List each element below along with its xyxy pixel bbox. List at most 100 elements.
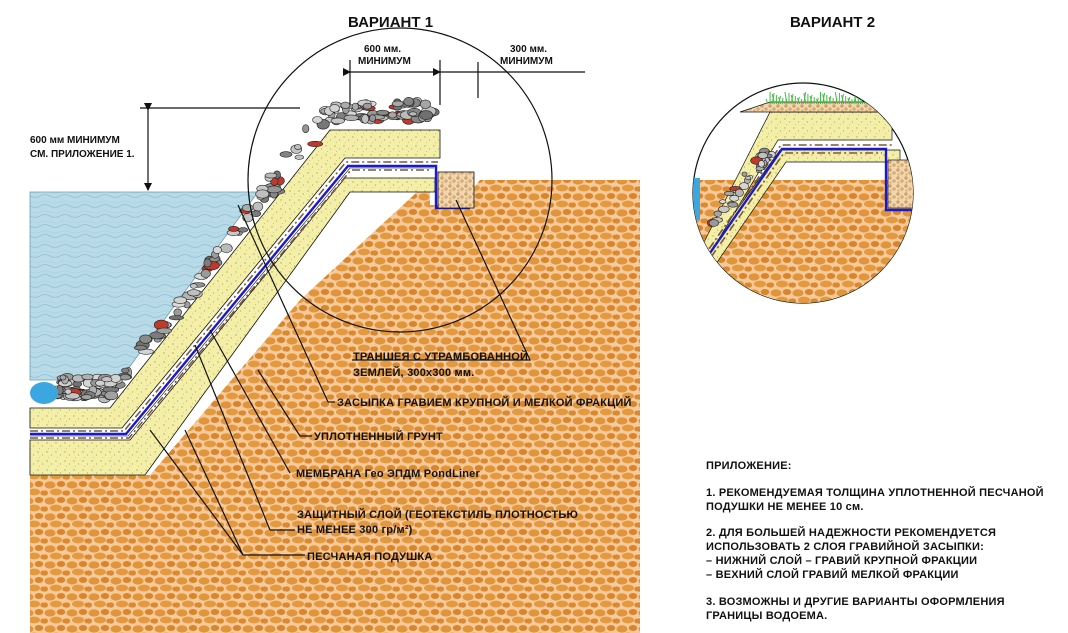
dimension-lines (140, 60, 585, 191)
grass-blade (847, 97, 851, 105)
gravel-stone (340, 101, 351, 109)
dim-300-line2: МИНИМУМ (500, 56, 553, 67)
gravel-stone (119, 374, 132, 381)
gravel-stone (758, 160, 765, 168)
gravel-stone (388, 111, 397, 119)
gravel-stone (212, 246, 222, 254)
gravel-stone (255, 189, 270, 199)
water-puddle (30, 382, 58, 404)
gravel-stone (329, 104, 340, 113)
leader-lines (149, 199, 531, 556)
dim-height-line2: СМ. ПРИЛОЖЕНИЕ 1. (30, 149, 135, 160)
gravel-stone (279, 151, 293, 158)
gravel-stone (419, 110, 433, 120)
gravel-stone (351, 102, 359, 111)
gravel-stone (228, 225, 240, 232)
gravel-stone (121, 367, 130, 374)
note-2-line2: ИСПОЛЬЗОВАТЬ 2 СЛОЯ ГРАВИЙНОЙ ЗАСЫПКИ: (706, 540, 984, 553)
grass-blade (891, 93, 895, 105)
gravel-stone (362, 102, 373, 110)
dim-height-line1: 600 мм МИНИМУМ (30, 135, 120, 146)
gravel-stone (307, 140, 324, 147)
gravel-stone (133, 345, 148, 351)
gravel-stone (187, 289, 201, 297)
gravel-stone (419, 99, 431, 109)
gravel-stone (361, 114, 370, 124)
geotextile-lower-line (30, 169, 432, 439)
gravel-stone (729, 195, 740, 202)
grass-blade (834, 91, 838, 105)
dim-600-line2: МИНИМУМ (358, 56, 411, 67)
gravel-stone (713, 210, 722, 217)
variant-1-section (29, 27, 640, 633)
geotextile-upper-line (30, 161, 438, 432)
gravel-stone (95, 379, 106, 387)
grass-blade (771, 93, 775, 105)
gravel-stone (302, 124, 310, 133)
callout-protective-line2: НЕ МЕНЕЕ 300 гр/м²) (297, 524, 413, 536)
callout-compacted: УПЛОТНЕННЫЙ ГРУНТ (314, 430, 443, 443)
grass-blade (803, 92, 807, 105)
gravel-stone (735, 188, 744, 197)
gravel-stone (173, 308, 182, 317)
gravel-stone (294, 154, 304, 160)
notes-block: ПРИЛОЖЕНИЕ: 1. РЕКОМЕНДУЕМАЯ ТОЛЩИНА УПЛ… (706, 460, 1044, 622)
gravel-stone (757, 151, 768, 159)
note-2-line4: – ВЕХНИЙ СЛОЙ ГРАВИЙ МЕЛКОЙ ФРАКЦИИ (706, 568, 959, 581)
gravel-stone (723, 191, 735, 197)
gravel-backfill (38, 96, 440, 404)
gravel-stone (64, 388, 72, 395)
gravel-stone (81, 373, 94, 381)
gravel-stone (189, 283, 198, 289)
gravel-stone (718, 205, 730, 213)
callout-protective-line1: ЗАЩИТНЫЙ СЛОЙ (ГЕОТЕКСТИЛЬ ПЛОТНОСТЬЮ (297, 508, 578, 521)
gravel-stone (312, 116, 323, 124)
grass-blade (815, 98, 819, 105)
grass-blade (765, 98, 769, 105)
gravel-stone (741, 171, 748, 177)
sand-cushion-upper (29, 129, 441, 429)
note-2-line3: – НИЖНИЙ СЛОЙ – ГРАВИЙ КРУПНОЙ ФРАКЦИИ (706, 554, 977, 567)
membrane-edge (30, 167, 434, 437)
callout-trench-line1: ТРАНШЕЯ С УТРАМБОВАННОЙ (353, 350, 528, 363)
note-3-line2: ГРАНИЦЫ ВОДОЕМА. (706, 610, 827, 622)
gravel-stone (168, 315, 184, 321)
gravel-stone (252, 201, 264, 212)
grass-blade (778, 96, 782, 105)
callout-membrane: МЕМБРАНА Гео ЭПДМ PondLiner (296, 468, 480, 480)
title-variant-2: ВАРИАНТ 2 (790, 14, 875, 31)
gravel-stone (294, 144, 302, 150)
callout-trench-line2: ЗЕМЛЕЙ, 300x300 мм. (353, 366, 474, 379)
note-1-line2: ПОДУШКИ НЕ МЕНЕЕ 10 см. (706, 501, 864, 513)
gravel-stone (156, 327, 172, 334)
gravel-stone (376, 109, 390, 116)
gravel-stone (330, 117, 345, 125)
variant-2-section (692, 82, 914, 304)
grass-blade (822, 93, 826, 105)
gravel-stone (250, 210, 261, 217)
grass-blade (828, 96, 832, 105)
trench-backfill (437, 171, 475, 209)
title-variant-1: ВАРИАНТ 1 (348, 14, 433, 31)
note-3-line1: 3. ВОЗМОЖНЫ И ДРУГИЕ ВАРИАНТЫ ОФОРМЛЕНИЯ (706, 596, 1005, 608)
grass-blade (885, 98, 889, 105)
gravel-stone (203, 258, 212, 268)
grass-blade (809, 95, 813, 105)
gravel-stone (101, 376, 113, 383)
callout-sand: ПЕСЧАНАЯ ПОДУШКА (307, 551, 432, 563)
gravel-stone (343, 114, 359, 122)
dim-600-line1: 600 мм. (364, 44, 401, 55)
grass-blade (841, 94, 845, 105)
grass-blade (885, 91, 889, 105)
gravel-stone (708, 219, 720, 227)
zoom-circle-variant-1 (247, 27, 553, 333)
callout-gravel: ЗАСЫПКА ГРАВИЕМ КРУПНОЙ И МЕЛКОЙ ФРАКЦИЙ (337, 396, 632, 409)
gravel-stone (408, 111, 418, 117)
grass-blade (878, 96, 882, 105)
gravel-stone (738, 182, 749, 190)
grass-blade (872, 93, 876, 105)
gravel-stone (80, 394, 93, 400)
gravel-stone (264, 172, 278, 179)
note-1-line1: 1. РЕКОМЕНДУЕМАЯ ТОЛЩИНА УПЛОТНЕННОЙ ПЕС… (706, 486, 1044, 499)
gravel-stone (173, 296, 188, 304)
